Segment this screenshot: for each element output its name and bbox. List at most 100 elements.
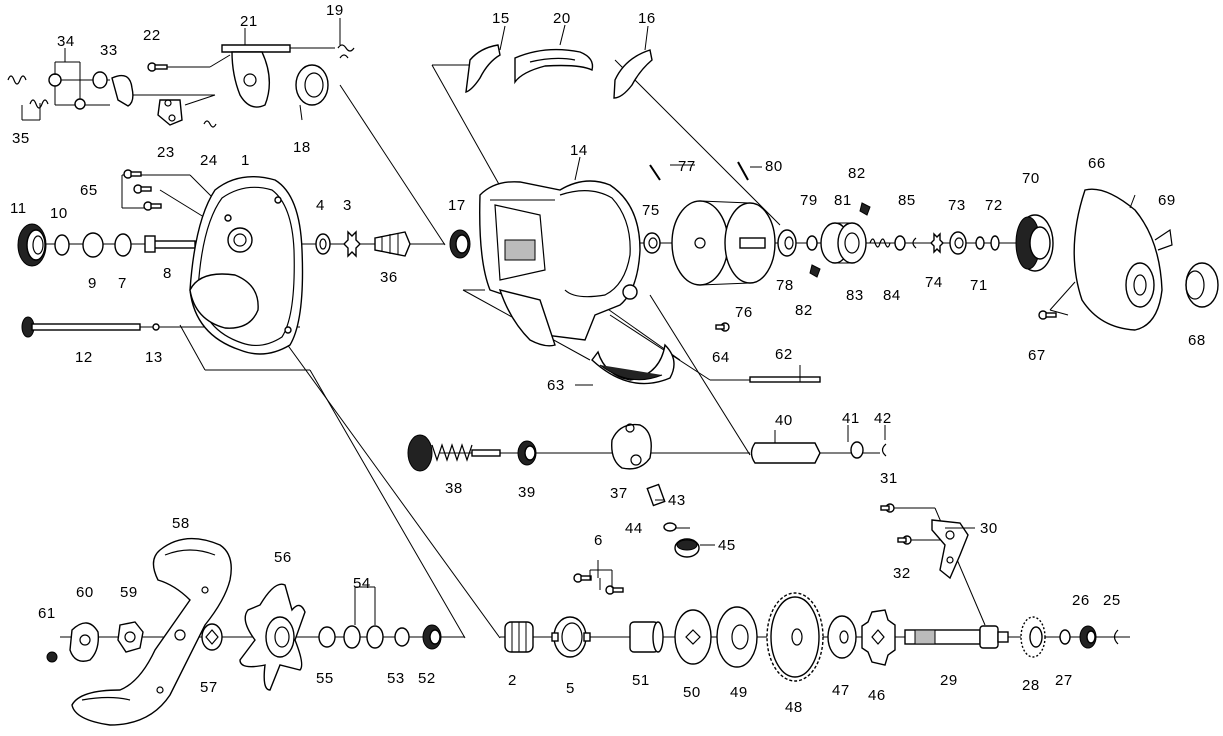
label-83: 83 <box>846 287 864 304</box>
part-83-spring <box>869 238 891 248</box>
part-79-washer <box>806 235 818 251</box>
label-70: 70 <box>1022 170 1040 187</box>
label-34: 34 <box>57 33 75 50</box>
label-49: 49 <box>730 684 748 701</box>
label-76: 76 <box>735 304 753 321</box>
part-68-cap <box>1185 262 1219 308</box>
label-48: 48 <box>785 699 803 716</box>
label-63: 63 <box>547 377 565 394</box>
part-9-washer <box>82 232 104 258</box>
label-41: 41 <box>842 410 860 427</box>
part-70-cast-control <box>1015 214 1054 272</box>
label-43: 43 <box>668 492 686 509</box>
part-35-springs <box>7 75 49 109</box>
part-66-side-cover <box>1073 188 1163 331</box>
part-20-thumb-bar <box>514 48 594 85</box>
label-53: 53 <box>387 670 405 687</box>
part-41-washer <box>850 441 864 459</box>
label-2: 2 <box>508 672 517 689</box>
label-78: 78 <box>776 277 794 294</box>
part-32-screw <box>897 535 912 545</box>
part-4-bearing <box>315 233 331 255</box>
part-36-pinion <box>374 231 411 257</box>
label-64: 64 <box>712 349 730 366</box>
part-34-washer-a <box>48 73 62 87</box>
label-72: 72 <box>985 197 1003 214</box>
part-62-rod <box>749 376 821 383</box>
label-50: 50 <box>683 684 701 701</box>
label-56: 56 <box>274 549 292 566</box>
part-22-screw <box>147 62 168 72</box>
label-1: 1 <box>241 152 250 169</box>
part-49-drag-washer <box>716 606 758 668</box>
part-12-long-screw <box>21 316 141 338</box>
part-25-clip <box>1113 629 1119 645</box>
part-number-labels: 1 2 3 4 5 6 7 8 9 10 11 12 13 14 15 16 1… <box>10 2 1205 716</box>
part-31-screw <box>880 503 895 513</box>
label-35: 35 <box>12 130 30 147</box>
part-24-spring <box>203 120 217 128</box>
label-85: 85 <box>898 192 916 209</box>
part-38-worm-shaft <box>407 434 501 472</box>
part-3-ratchet <box>343 230 361 258</box>
label-32: 32 <box>893 565 911 582</box>
part-53-washer <box>394 627 410 647</box>
label-15: 15 <box>492 10 510 27</box>
label-73: 73 <box>948 197 966 214</box>
part-71-washer <box>975 236 985 250</box>
part-11-knob <box>17 223 47 267</box>
label-31: 31 <box>880 470 898 487</box>
part-5-retainer <box>551 616 591 658</box>
label-74: 74 <box>925 274 943 291</box>
parts <box>7 44 1219 726</box>
label-55: 55 <box>316 670 334 687</box>
part-29-drive-shaft <box>904 625 1009 649</box>
label-14: 14 <box>570 142 588 159</box>
part-28-pinion-gear <box>1020 616 1046 658</box>
label-26: 26 <box>1072 592 1090 609</box>
part-84-washer <box>894 235 906 251</box>
label-45: 45 <box>718 537 736 554</box>
part-33-lever <box>92 71 134 107</box>
label-8: 8 <box>163 265 172 282</box>
part-40-sleeve <box>750 442 821 464</box>
label-16: 16 <box>638 10 656 27</box>
label-5: 5 <box>566 680 575 697</box>
label-37: 37 <box>610 485 628 502</box>
part-64-screw <box>715 322 730 332</box>
label-47: 47 <box>832 682 850 699</box>
label-18: 18 <box>293 139 311 156</box>
part-80-pin <box>737 161 749 181</box>
part-76-spool <box>671 200 776 286</box>
label-58: 58 <box>172 515 190 532</box>
part-50-drag-washer <box>674 609 712 665</box>
label-9: 9 <box>88 275 97 292</box>
part-45-cap <box>674 538 700 558</box>
part-13-washer <box>152 323 160 331</box>
part-15-cover <box>465 44 501 94</box>
part-81-cylinder <box>820 222 867 264</box>
label-23: 23 <box>157 144 175 161</box>
part-39-bearing <box>517 440 537 466</box>
label-69: 69 <box>1158 192 1176 209</box>
part-55-washer <box>318 626 336 648</box>
label-21: 21 <box>240 13 258 30</box>
label-77: 77 <box>678 158 696 175</box>
part-63-level-wind <box>591 343 675 385</box>
part-7-washer <box>114 233 132 257</box>
label-61: 61 <box>38 605 56 622</box>
label-40: 40 <box>775 412 793 429</box>
label-84: 84 <box>883 287 901 304</box>
part-74-ratchet <box>930 232 944 254</box>
label-leaders <box>54 18 1136 625</box>
label-59: 59 <box>120 584 138 601</box>
part-42-clip <box>881 443 887 457</box>
label-10: 10 <box>50 205 68 222</box>
part-8-shaft <box>144 235 196 253</box>
label-51: 51 <box>632 672 650 689</box>
label-27: 27 <box>1055 672 1073 689</box>
part-61-screw <box>46 651 58 663</box>
part-60-retainer <box>69 622 100 662</box>
label-11: 11 <box>10 200 27 217</box>
label-80: 80 <box>765 158 783 175</box>
